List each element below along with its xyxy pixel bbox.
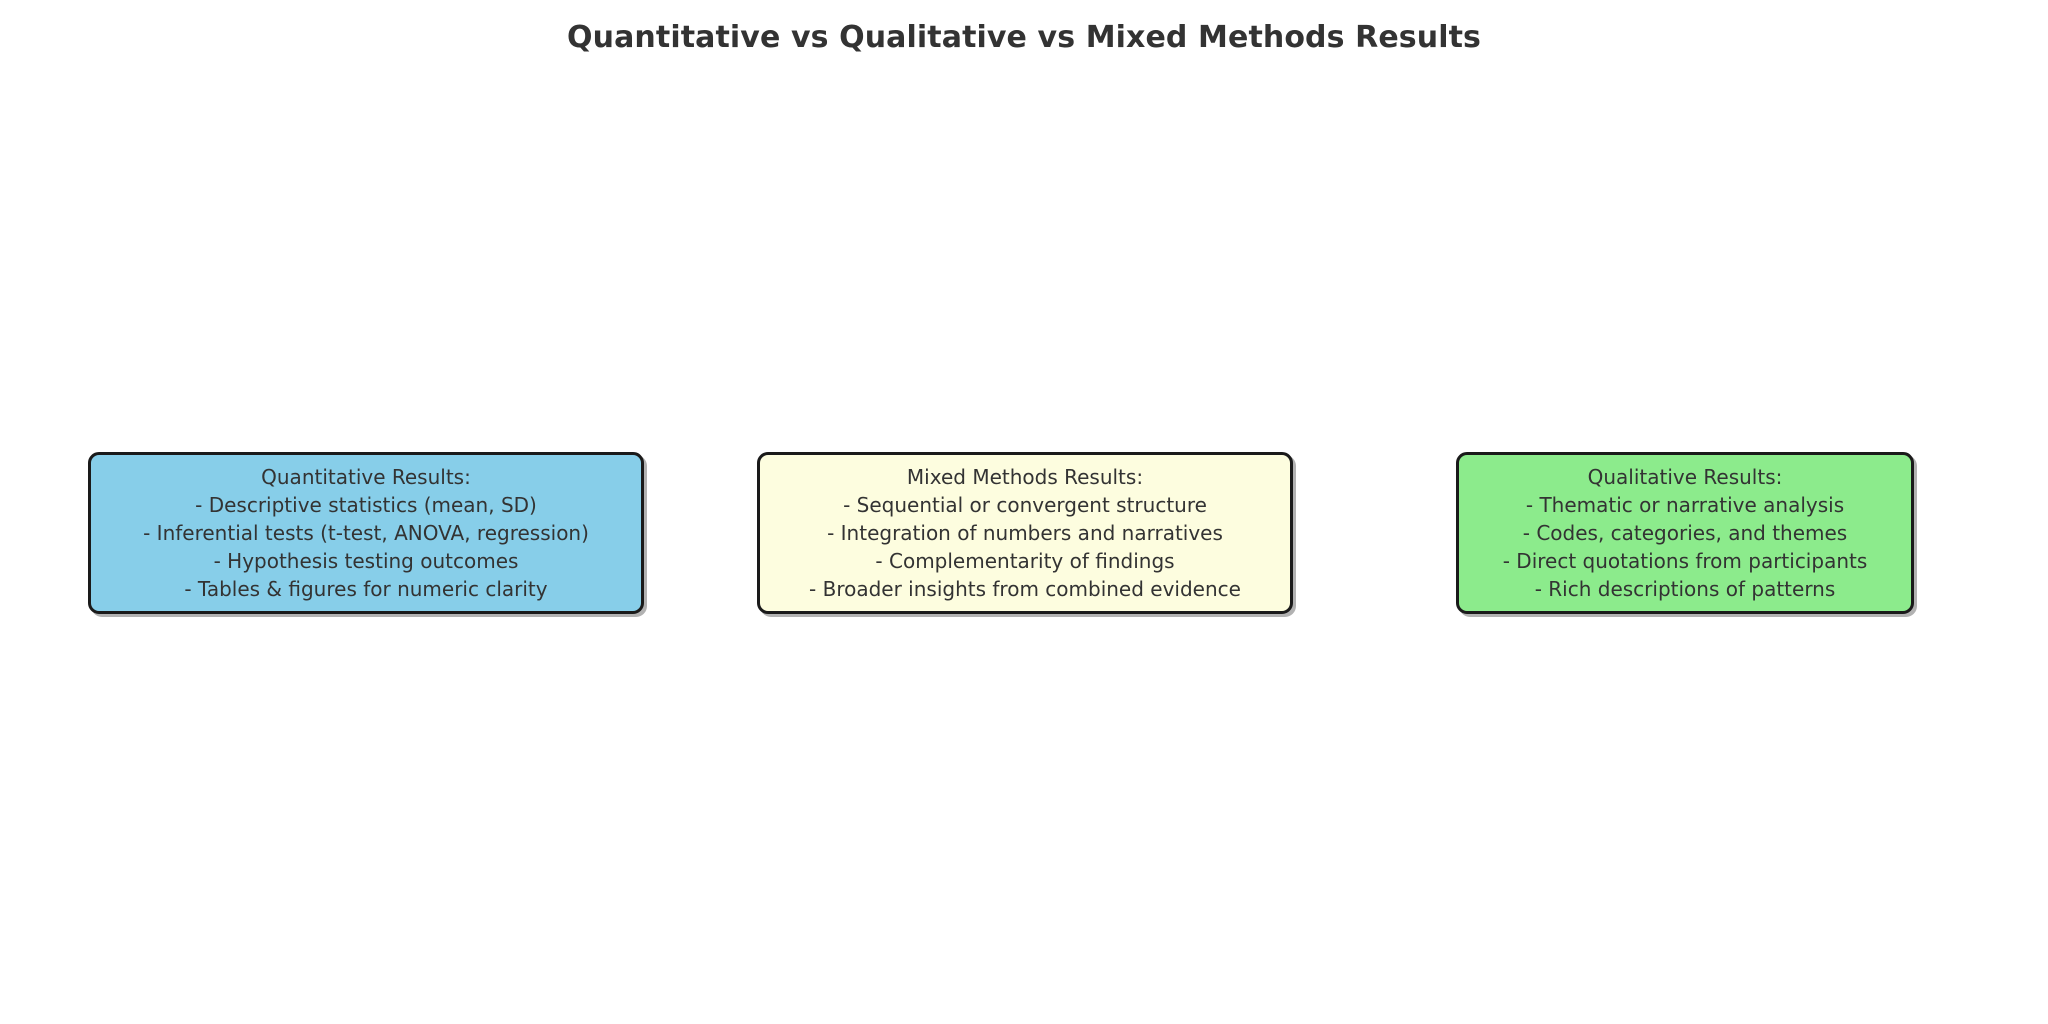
box-mixed-line-4: - Complementarity of findings — [875, 549, 1175, 573]
box-qualitative-line-5: - Rich descriptions of patterns — [1534, 577, 1836, 601]
box-qualitative-line-4: - Direct quotations from participants — [1502, 549, 1868, 573]
box-mixed-line-1: Mixed Methods Results: — [906, 465, 1144, 489]
box-qualitative-results: Qualitative Results: - Thematic or narra… — [1456, 452, 1914, 614]
figure-title: Quantitative vs Qualitative vs Mixed Met… — [567, 20, 1481, 55]
box-qualitative-line-1: Qualitative Results: — [1587, 465, 1783, 489]
box-qualitative-line-3: - Codes, categories, and themes — [1522, 521, 1848, 545]
box-mixed-methods-results: Mixed Methods Results: - Sequential or c… — [757, 452, 1293, 614]
box-quantitative-line-3: - Inferential tests (t-test, ANOVA, regr… — [143, 521, 589, 545]
box-quantitative-line-4: - Hypothesis testing outcomes — [213, 549, 519, 573]
box-quantitative-results: Quantitative Results: - Descriptive stat… — [88, 452, 644, 614]
box-quantitative-line-2: - Descriptive statistics (mean, SD) — [195, 493, 537, 517]
box-mixed-line-3: - Integration of numbers and narratives — [827, 521, 1223, 545]
box-quantitative-line-5: - Tables & figures for numeric clarity — [184, 577, 548, 601]
box-mixed-line-2: - Sequential or convergent structure — [843, 493, 1207, 517]
box-quantitative-line-1: Quantitative Results: — [261, 465, 471, 489]
box-qualitative-line-2: - Thematic or narrative analysis — [1525, 493, 1845, 517]
box-mixed-line-5: - Broader insights from combined evidenc… — [809, 577, 1241, 601]
